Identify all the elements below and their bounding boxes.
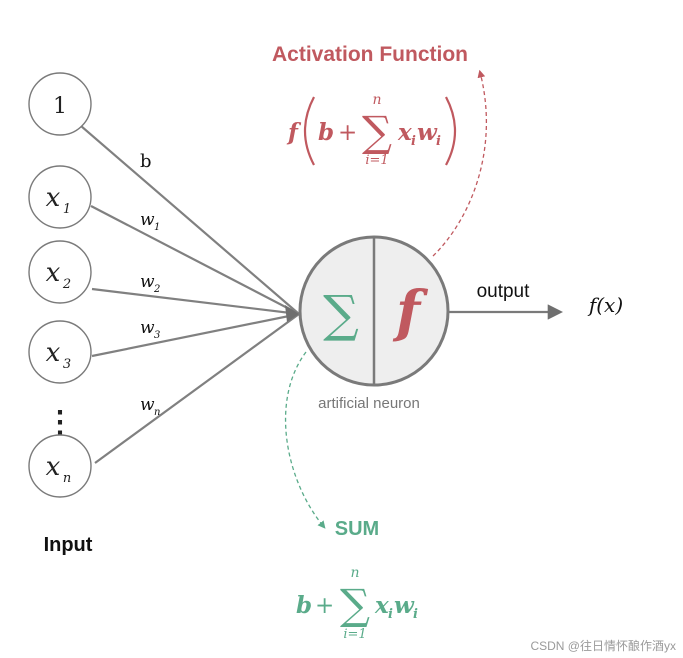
input-node-subscript: 1: [63, 202, 71, 217]
input-node-bias: 1: [28, 72, 92, 136]
formula-w-index: i: [436, 134, 441, 149]
input-connections: [80, 125, 300, 464]
input-node-symbol: x: [46, 258, 61, 288]
input-ellipsis: ⋮: [45, 405, 75, 440]
sum-title: SUM: [335, 518, 379, 540]
input-node-x2: x 2: [28, 240, 92, 304]
input-title: Input: [44, 534, 93, 556]
sum-dashed-arrow: [284, 351, 326, 529]
input-node-x3: x 3: [28, 320, 92, 384]
output-label: output: [477, 281, 531, 302]
formula-right-paren: [445, 96, 456, 166]
weight-label-bias: b: [140, 151, 152, 172]
weight-labels: b w 1 w 2 w 3 w n: [140, 151, 160, 418]
formula-b: b: [318, 119, 334, 146]
sum-formula-upper-limit: n: [350, 565, 359, 581]
connection-xn: [94, 313, 300, 464]
input-node-symbol: x: [46, 338, 61, 368]
input-node-label: 1: [53, 94, 67, 119]
connection-x2: [91, 287, 300, 316]
sum-formula: b + n ∑ i=1 x i w i: [296, 565, 418, 642]
input-node-subscript: 2: [62, 277, 71, 292]
input-node-subscript: n: [63, 471, 71, 486]
watermark: CSDN @往日情怀酿作酒yx: [530, 638, 676, 653]
formula-upper-limit: n: [372, 92, 381, 108]
formula-left-paren: [304, 96, 315, 166]
input-node-xn: x n: [28, 434, 92, 498]
activation-title: Activation Function: [272, 43, 468, 66]
sum-formula-w-index: i: [413, 607, 418, 622]
formula-x-index: i: [411, 134, 416, 149]
neuron: ∑ f: [298, 235, 450, 387]
formula-lower-limit: i=1: [365, 153, 388, 168]
formula-f: f: [286, 119, 302, 146]
input-arrowhead: [285, 305, 299, 322]
weight-subscript-w3: 3: [154, 330, 160, 341]
connection-x3: [91, 312, 300, 358]
weight-subscript-w2: 2: [153, 284, 160, 295]
neuron-caption: artificial neuron: [318, 395, 420, 412]
sum-formula-plus: +: [315, 593, 334, 619]
activation-formula: f b + n ∑ i=1 x i w i: [286, 92, 456, 168]
weight-label-wn: w: [140, 395, 155, 415]
connection-bias: [80, 125, 300, 315]
output-result: f(x): [587, 293, 623, 317]
sum-formula-x-index: i: [388, 607, 393, 622]
formula-x: x: [397, 119, 412, 146]
weight-label-w2: w: [140, 272, 155, 292]
input-node-symbol: x: [46, 452, 61, 482]
weight-label-w3: w: [140, 318, 155, 338]
connection-x1: [90, 205, 300, 315]
input-node-symbol: x: [46, 183, 61, 213]
input-nodes: 1 x 1 x 2 x 3 ⋮ x n: [28, 72, 92, 498]
formula-w: w: [417, 119, 438, 146]
input-node-x1: x 1: [28, 165, 92, 229]
sum-formula-lower-limit: i=1: [343, 627, 366, 642]
weight-subscript-wn: n: [154, 407, 160, 418]
sum-formula-sigma: ∑: [340, 580, 370, 629]
sum-formula-w: w: [394, 592, 415, 619]
sum-formula-x: x: [374, 592, 389, 619]
formula-plus: +: [338, 120, 357, 146]
weight-subscript-w1: 1: [154, 222, 160, 233]
sum-formula-b: b: [296, 592, 312, 619]
input-node-subscript: 3: [63, 357, 71, 372]
activation-dashed-arrow: [432, 69, 487, 257]
weight-label-w1: w: [140, 210, 155, 230]
formula-sigma: ∑: [362, 107, 392, 156]
sum-symbol: ∑: [323, 285, 359, 343]
